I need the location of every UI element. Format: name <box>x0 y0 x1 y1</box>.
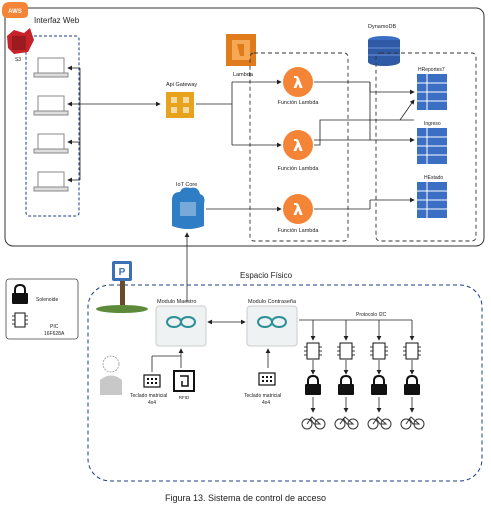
dynamodb-table-icon <box>417 182 447 218</box>
dynamodb-table-icon <box>417 128 447 164</box>
bicycle-icon <box>367 416 392 430</box>
aws-badge-label: AWS <box>8 9 22 15</box>
svg-text:λ: λ <box>293 73 303 92</box>
aws-cloud-frame <box>4 7 485 247</box>
padlock-icon <box>338 374 354 395</box>
bicycle-icon <box>301 416 326 430</box>
bicycle-icon <box>400 416 425 430</box>
padlock-icon <box>371 374 387 395</box>
arduino-icon <box>155 305 207 347</box>
api-gateway-icon <box>166 92 194 118</box>
lambda-table-connectors <box>314 81 415 210</box>
api-lambda-connectors <box>196 79 282 148</box>
chip-icon <box>403 342 421 360</box>
pic-node <box>400 342 425 430</box>
web-api-connectors <box>67 65 161 183</box>
parking-sign-label: P <box>119 267 126 278</box>
password-keypad-label: Teclado matricial <box>244 393 281 399</box>
chip-icon <box>337 342 355 360</box>
rfid-label: RFID <box>179 395 190 400</box>
lambda-function-icon: λ <box>283 130 313 160</box>
chip-icon <box>12 312 28 328</box>
bicycle-icon <box>334 416 359 430</box>
chip-icon <box>304 342 322 360</box>
laptop-icon <box>33 95 69 116</box>
lambda-function-icon: λ <box>283 67 313 97</box>
iot-core-label: IoT Core <box>176 182 197 188</box>
iot-core-icon <box>172 187 205 229</box>
s3-label: S3 <box>15 57 21 63</box>
parking-sign-icon <box>96 261 148 313</box>
rfid-icon <box>173 370 195 392</box>
legend-solenoid-label: Solenoide <box>36 297 58 303</box>
table-label: HEstado <box>424 175 443 181</box>
web-interface-title: Interfaz Web <box>34 16 80 25</box>
dynamodb-label: DynamoDB <box>368 24 396 30</box>
i2c-bus <box>299 319 415 341</box>
password-keypad-size: 4x4 <box>262 400 270 406</box>
dynamodb-icon <box>368 36 400 66</box>
table-label: HReportes7 <box>418 67 445 73</box>
dynamodb-table-icon <box>417 74 447 110</box>
laptop-icon <box>33 171 69 192</box>
legend-frame <box>5 278 79 340</box>
password-module-label: Modulo Contraseña <box>248 299 297 305</box>
table-label: Ingreso <box>424 121 441 127</box>
lambda-service-icon <box>226 34 256 66</box>
i2c-protocol-label: Protocolo I2C <box>356 312 387 318</box>
physical-space-frame <box>87 284 483 482</box>
master-keypad-size: 4x4 <box>148 400 156 406</box>
chip-icon <box>370 342 388 360</box>
pic-node <box>334 342 359 430</box>
aws-badge: AWS <box>2 2 28 18</box>
svg-text:λ: λ <box>293 200 303 219</box>
legend-pic-model: 16F628A <box>44 331 65 337</box>
lambda-function-icon: λ <box>283 194 313 224</box>
pic-node <box>367 342 392 430</box>
keypad-icon <box>258 372 276 386</box>
laptop-icon <box>33 57 69 78</box>
api-gateway-label: Api Gateway <box>166 82 197 88</box>
lambda-function-label: Función Lambda <box>278 100 320 106</box>
lambda-service-label: Lambda <box>233 72 254 78</box>
master-keypad-label: Teclado matricial <box>130 393 167 399</box>
legend-pic-label: PIC <box>50 324 59 330</box>
laptop-icon <box>33 133 69 154</box>
lambda-group-frame <box>249 52 349 242</box>
dynamodb-group-frame <box>375 52 477 242</box>
lambda-function-label: Función Lambda <box>278 166 320 172</box>
padlock-icon <box>305 374 321 395</box>
padlock-icon <box>404 374 420 395</box>
padlock-icon <box>12 283 28 304</box>
pic-node <box>301 342 326 430</box>
arduino-icon <box>246 305 298 347</box>
master-input-connectors <box>151 348 184 372</box>
lambda-function-label: Función Lambda <box>278 228 320 234</box>
figure-caption: Figura 13. Sistema de control de acceso <box>164 493 327 503</box>
svg-text:λ: λ <box>293 136 303 155</box>
keypad-icon <box>143 374 161 388</box>
person-icon <box>100 355 122 395</box>
master-module-label: Modulo Maestro <box>157 299 196 305</box>
s3-bucket-icon <box>7 28 34 54</box>
physical-space-title: Espacio Físico <box>240 271 293 280</box>
